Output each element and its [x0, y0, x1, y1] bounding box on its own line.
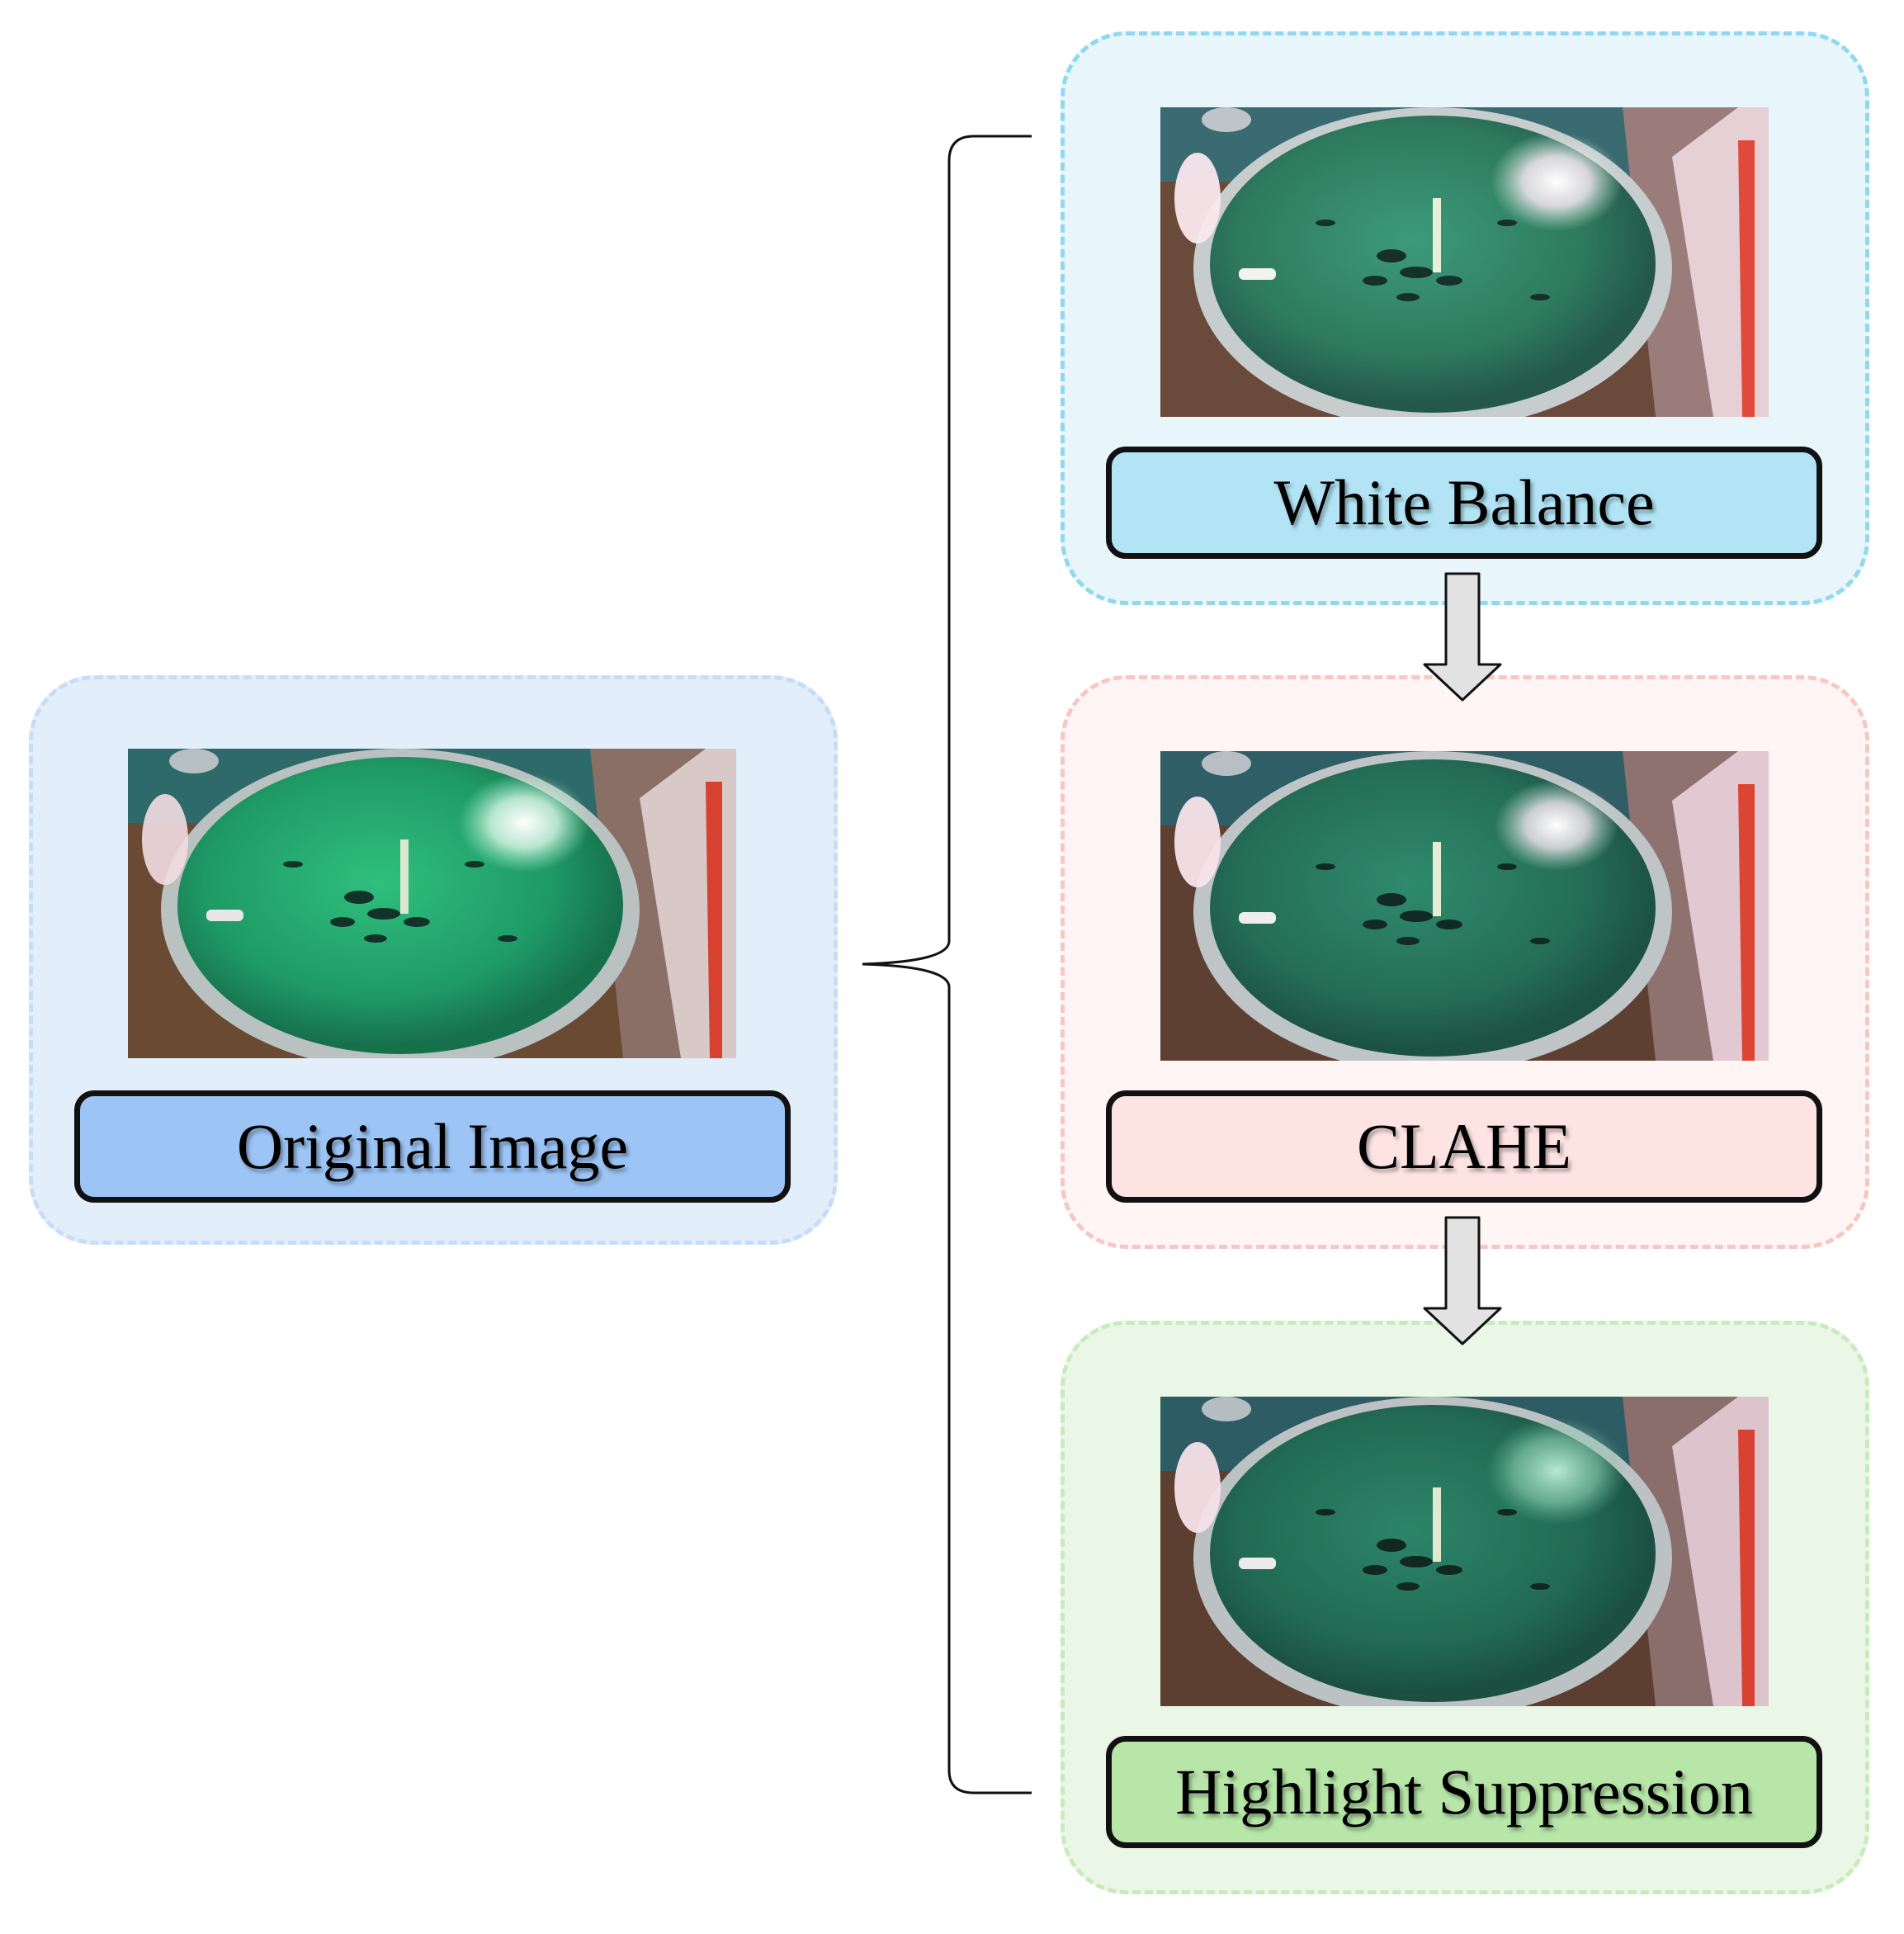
- highlight-suppression-photo: [1160, 1397, 1769, 1706]
- original-photo: [128, 749, 736, 1058]
- down-arrow-icon: [1423, 572, 1502, 702]
- white-balance-photo: [1160, 107, 1769, 417]
- clahe-label: CLAHE: [1106, 1090, 1822, 1203]
- down-arrow-icon: [1423, 1216, 1502, 1345]
- white-balance-label: White Balance: [1106, 447, 1822, 559]
- curly-brace: [862, 135, 1032, 1795]
- highlight-suppression-label: Highlight Suppression: [1106, 1736, 1822, 1848]
- original-image-label: Original Image: [74, 1090, 791, 1203]
- clahe-photo: [1160, 751, 1769, 1061]
